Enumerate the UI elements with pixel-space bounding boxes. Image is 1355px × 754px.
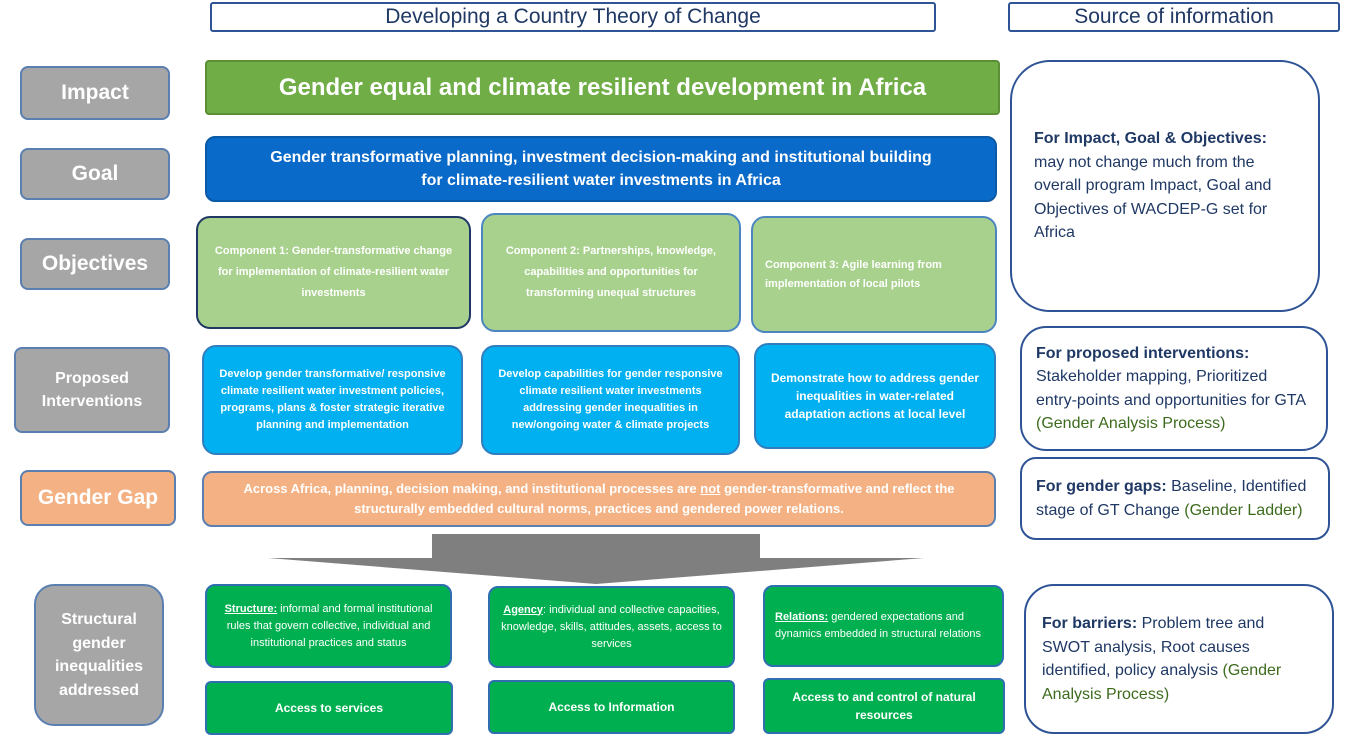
structural-label: Structural gender inequalities addressed [34, 584, 164, 726]
impact-label: Impact [20, 66, 170, 120]
goal-box: Gender transformative planning, investme… [205, 136, 997, 202]
objective-component-3: Component 3: Agile learning from impleme… [751, 216, 997, 333]
structural-label-line2: gender [72, 634, 126, 652]
objective-component-1: Component 1: Gender-transformative chang… [196, 216, 471, 329]
source-interventions: For proposed interventions: Stakeholder … [1020, 326, 1328, 451]
structure-title: Structure: [224, 602, 278, 615]
interventions-label-line2: Interventions [41, 393, 143, 410]
structure-text: Structure: informal and formal instituti… [217, 601, 440, 652]
relations-desc: gendered expectations and dynamics embed… [775, 611, 982, 640]
agency-title: Agency [503, 603, 544, 616]
source-barriers: For barriers: Problem tree and SWOT anal… [1024, 584, 1334, 734]
structure-box: Structure: informal and formal instituti… [205, 584, 452, 668]
gender-gap-text: Across Africa, planning, decision making… [234, 479, 964, 519]
down-arrow-icon [268, 534, 924, 584]
goal-label: Goal [20, 148, 170, 200]
source-interventions-method: (Gender Analysis Process) [1036, 415, 1226, 432]
intervention-1: Develop gender transformative/ responsiv… [202, 345, 463, 455]
source-barriers-text: Problem tree and SWOT analysis, Root cau… [1042, 615, 1265, 679]
source-gaps: For gender gaps: Baseline, Identified st… [1020, 457, 1330, 540]
relations-title: Relations: [775, 611, 829, 623]
relations-text: Relations: gendered expectations and dyn… [775, 609, 992, 643]
relations-box: Relations: gendered expectations and dyn… [763, 585, 1004, 667]
source-gaps-method: (Gender Ladder) [1184, 501, 1303, 519]
goal-line2: for climate-resilient water investments … [421, 172, 781, 189]
gender-gap-not: not [700, 481, 721, 496]
gender-gap-box: Across Africa, planning, decision making… [202, 471, 996, 527]
source-of-information-header: Source of information [1008, 2, 1340, 32]
objectives-label: Objectives [20, 238, 170, 290]
source-gaps-text: Baseline, Identified stage of GT Change [1036, 478, 1307, 519]
source-impact-goal: For Impact, Goal & Objectives: may not c… [1010, 60, 1320, 312]
source-interventions-title: For proposed interventions: [1036, 344, 1250, 362]
agency-text: Agency: individual and collective capaci… [500, 602, 723, 653]
source-barriers-method: (Gender Analysis Process) [1042, 662, 1282, 703]
source-impact-goal-text: may not change much from the overall pro… [1034, 153, 1272, 242]
access-to-natural-resources: Access to and control of natural resourc… [763, 678, 1005, 734]
access-to-information: Access to Information [488, 680, 735, 734]
structural-label-line1: Structural [61, 611, 137, 628]
theory-of-change-header: Developing a Country Theory of Change [210, 2, 936, 32]
source-impact-goal-title: For Impact, Goal & Objectives: [1034, 130, 1267, 148]
source-barriers-title: For barriers: [1042, 615, 1138, 632]
structure-desc: informal and formal institutional rules … [226, 602, 433, 649]
intervention-2: Develop capabilities for gender responsi… [481, 345, 740, 455]
interventions-label: Proposed Interventions [14, 347, 170, 433]
intervention-3: Demonstrate how to address gender inequa… [754, 343, 996, 449]
gender-gap-label: Gender Gap [20, 470, 176, 526]
goal-line1: Gender transformative planning, investme… [270, 149, 932, 166]
impact-box: Gender equal and climate resilient devel… [205, 60, 1000, 115]
source-gaps-title: For gender gaps: [1036, 478, 1167, 495]
structural-label-line4: addressed [58, 681, 140, 699]
agency-box: Agency: individual and collective capaci… [488, 586, 735, 668]
agency-desc: : individual and collective capacities, … [501, 603, 722, 650]
structural-label-line3: inequalities [54, 658, 144, 675]
objective-component-2: Component 2: Partnerships, knowledge, ca… [481, 213, 741, 332]
gender-gap-text-after: gender-transformative and reflect the st… [354, 481, 955, 516]
interventions-label-line1: Proposed [55, 370, 129, 387]
source-interventions-text: Stakeholder mapping, Prioritized entry-p… [1036, 368, 1306, 409]
access-to-services: Access to services [205, 681, 453, 735]
gender-gap-text-before: Across Africa, planning, decision making… [243, 481, 701, 496]
